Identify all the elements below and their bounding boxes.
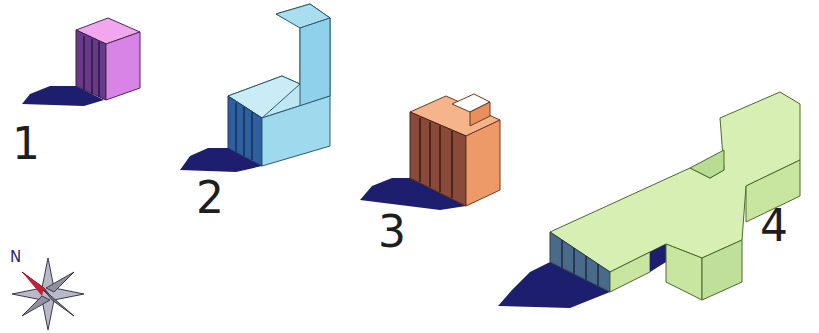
north-label: N (10, 250, 21, 265)
block-2 (180, 4, 330, 172)
callout-number: 2 (196, 176, 224, 220)
block-3 (360, 94, 500, 210)
callout-number: 3 (378, 210, 406, 254)
callout-number: 4 (760, 204, 788, 248)
block-1 (22, 18, 140, 106)
callout-number: 1 (12, 122, 40, 166)
block-4 (498, 92, 800, 308)
compass-rose (12, 258, 84, 330)
